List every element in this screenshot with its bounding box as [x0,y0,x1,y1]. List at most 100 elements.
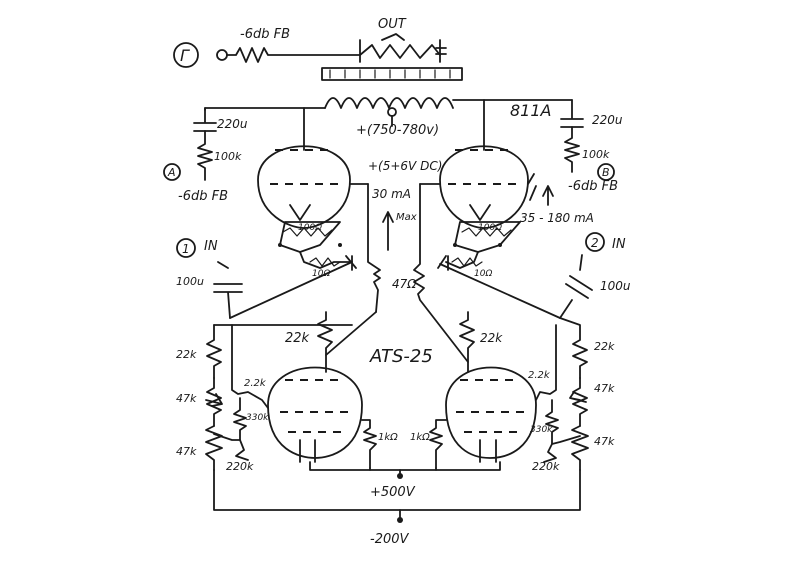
right-2-2k-label: 2.2k [528,370,551,381]
left-22k-label: 22k [176,348,197,361]
right-100-res [461,227,512,237]
left-220k-label: 220k [226,460,254,473]
right-fb-resistor [564,126,580,173]
right-fil-dot-1 [453,243,457,247]
right-driver-section: 22k 1kΩ 22k 47k 47k 2.2k 330k 220k [410,311,615,473]
right-22k-label: 22k [594,340,615,353]
max-label: Max [396,212,417,223]
in1-coupling-cap [213,261,243,319]
left-1k-label: 1kΩ [378,432,398,443]
left-output-tube: 100Ω 10Ω 30 mA Max [257,107,417,279]
right-cathode-wire [445,251,479,269]
left-220k-res [213,433,249,461]
output-secondary-winding [359,39,441,63]
left-47k-res-a [206,377,222,427]
left-22k-plate-res [317,311,333,373]
gamma-circle [173,42,199,68]
hv-plate-label: +(750-780v) [356,123,439,138]
right-1k-res [429,419,447,469]
feedback-terminal [216,49,228,61]
left-47-to-driver [325,311,377,356]
b-minus-label: -200V [370,532,410,547]
right-driver-pins [479,439,497,463]
right-100-label: 100Ω [478,223,502,233]
right-22k-plate-res [459,311,475,373]
right-47k-pot-arrow [569,391,587,403]
in2-circle [585,232,605,252]
feedback-output-section: Γ -6db FB OUT [173,17,463,81]
left-fb-resistor [197,130,213,181]
left-47k-a-label: 47k [176,392,197,405]
node-a-circle [163,163,181,181]
current-range-label: 35 - 180 mA [520,211,594,225]
in2-coupling-cap [559,254,593,319]
right-100k-label: 100k [582,148,610,161]
right-fb-cap [560,118,584,128]
filament-label: +(5+6V DC) [368,159,442,173]
right-330k-label: 330k [530,425,553,435]
cap-in2-label: 100u [600,279,631,293]
left-tube-envelope [257,145,351,229]
right-220k-label: 220k [532,460,560,473]
left-100-label: 100Ω [298,223,322,233]
left-cap-label: 220u [217,117,248,131]
right-current-arrow [542,185,554,206]
left-47k-pot-arrow [205,393,223,407]
primary-winding-coil [324,97,454,109]
right-output-tube: 811A 100Ω 10Ω 35 - 180 mA [419,99,594,279]
gamma-label: Γ [180,46,190,65]
right-47k-res-b [571,425,589,471]
right-cap-label: 220u [592,113,623,127]
left-22k-plate-label: 22k [285,331,310,346]
current-30ma-label: 30 mA [372,187,411,201]
left-feedback-network: 220u 100k A -6db FB [163,107,248,204]
left-filament [289,204,311,221]
left-fil-dot-2 [338,243,342,247]
node-b-circle [597,163,615,181]
fb-left-label: -6db FB [178,189,228,204]
left-driver-pins [299,439,316,463]
in2-to-right-grid [439,263,561,319]
right-47k-a-label: 47k [594,382,615,395]
fb-top-label: -6db FB [240,27,290,42]
negative-bus [213,469,581,511]
left-grid-wire [231,324,269,409]
cap-in1-label: 100u [176,275,204,288]
left-10-label: 10Ω [312,269,330,279]
cathode-bus-ties [369,467,437,471]
left-2-2k-label: 2.2k [244,378,267,389]
fb-right-label: -6db FB [568,179,618,194]
right-330k-res [545,399,559,445]
right-22k-plate-label: 22k [480,331,503,345]
right-grid-wire [535,324,557,401]
in2-number: 2 [591,236,599,250]
in1-to-left-grid [229,261,353,319]
current-arrow [382,211,394,251]
left-1k-res [361,419,377,469]
right-47k-b-label: 47k [594,435,615,448]
feedback-resistor-top [226,47,361,63]
center-tap [387,107,397,117]
node-b-label: B [602,166,610,179]
right-1k-label: 1kΩ [410,432,430,443]
ground-mark [435,39,447,63]
right-fil-dot-2 [498,243,502,247]
left-grid-to-47 [367,183,381,313]
right-grid-to-driver [413,183,469,363]
right-22k-res [559,317,588,379]
core-laminations [329,69,451,79]
right-feedback-network: 220u 100k B -6db FB [560,99,623,194]
power-rails: +500V -200V [213,461,581,547]
tube-name-label: 811A [510,101,551,120]
left-100k-label: 100k [214,150,242,163]
transformer-core [321,67,463,81]
right-10-label: 10Ω [474,269,492,279]
left-330k-res [233,397,247,441]
left-fil-dot-1 [278,243,282,247]
in2-label: IN [612,237,626,252]
left-driver-section: 22k 1kΩ 22k 47k 47k 2.2k 330k 220k [176,311,398,473]
node-a-label: A [167,166,176,179]
left-330k-label: 330k [246,413,269,423]
left-47k-res-b [205,425,223,471]
